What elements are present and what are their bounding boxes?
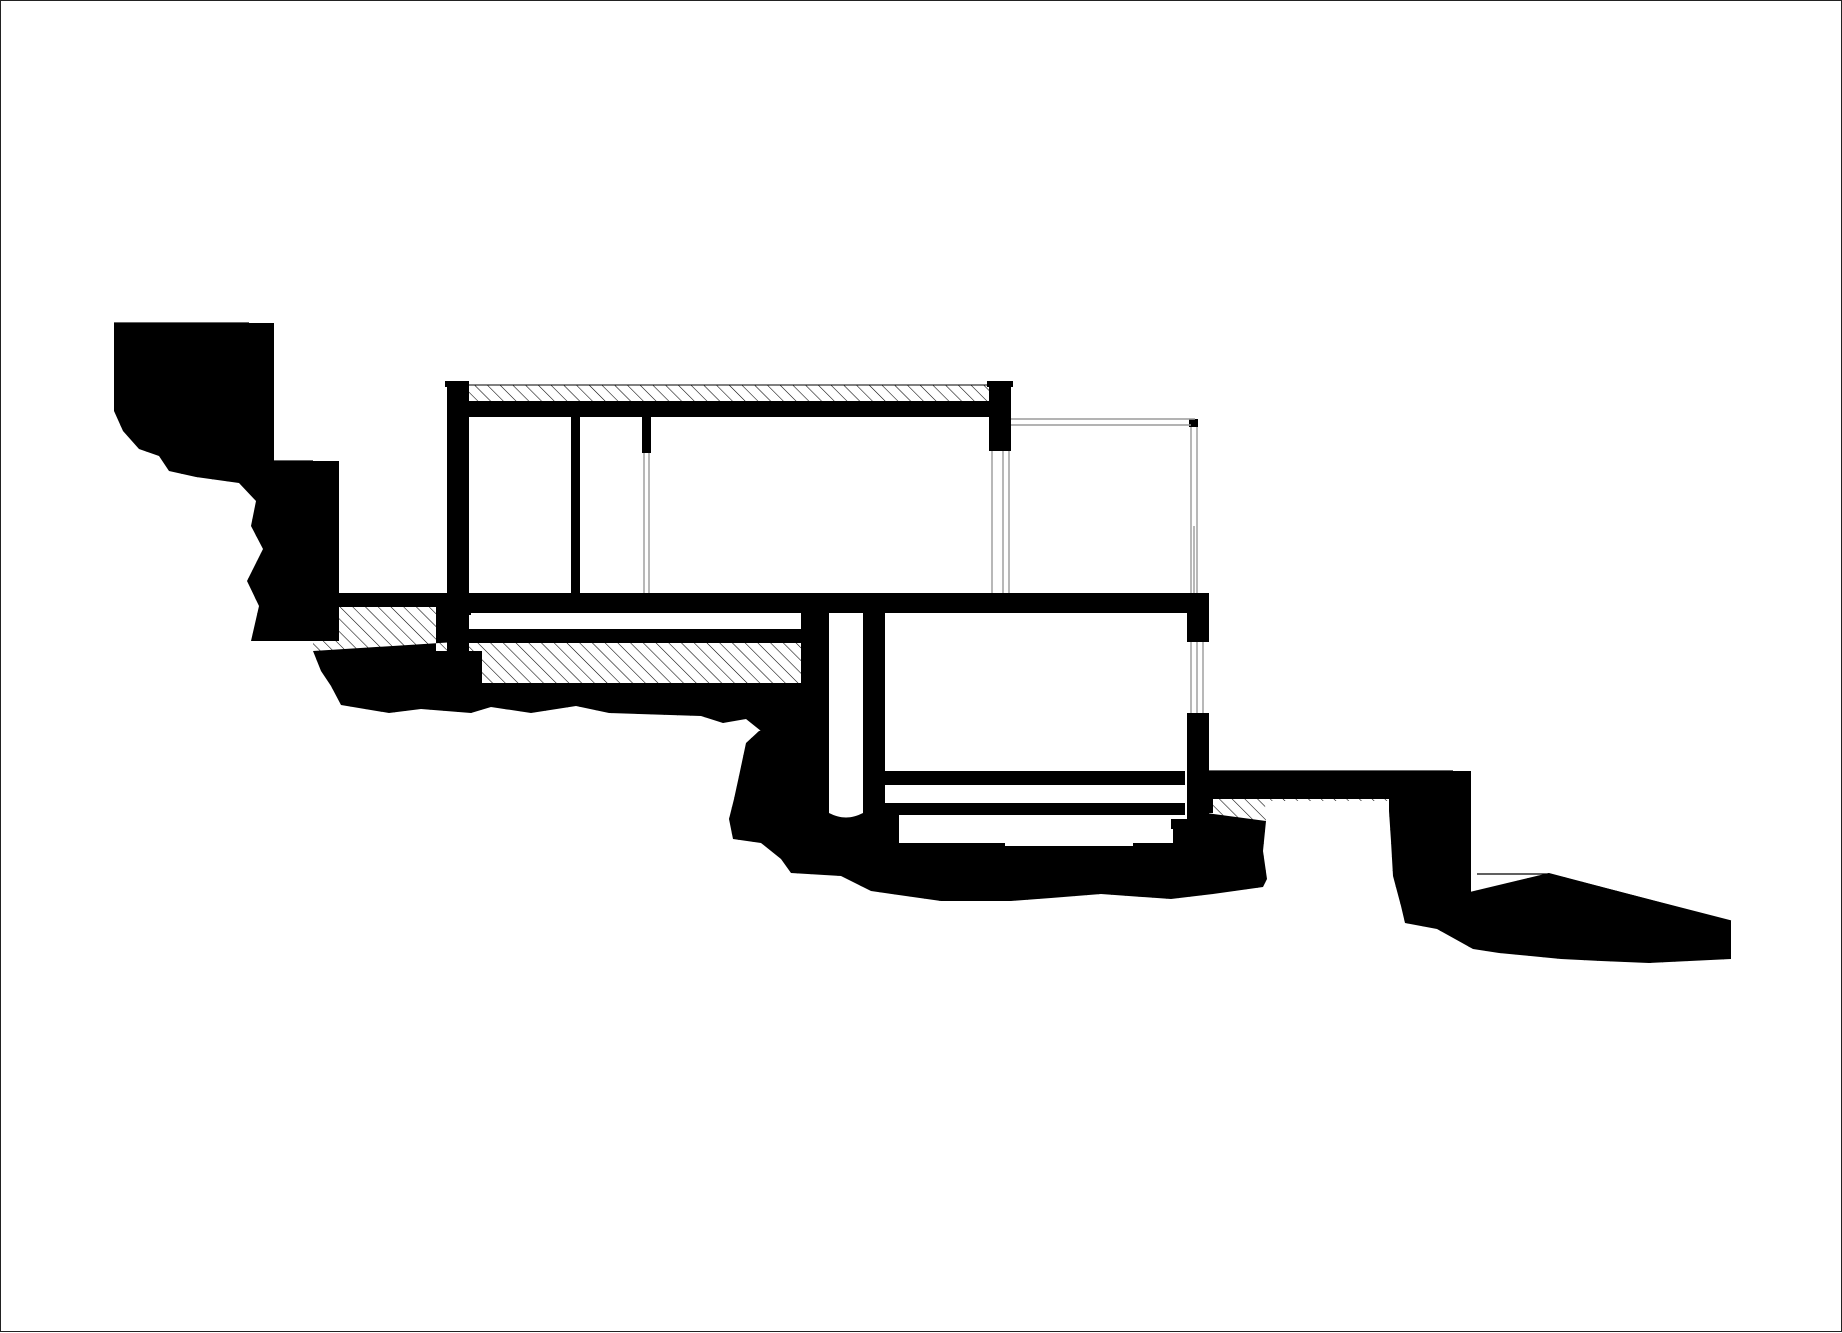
retaining-wall-upper (247, 323, 274, 483)
upper-roof-slab (447, 401, 989, 417)
main-floor-slab (447, 593, 1209, 613)
basement-shaft-floor (801, 813, 899, 843)
green-roof-layer (469, 385, 989, 401)
slab-edge-right (1187, 593, 1209, 638)
basement-shaft-left-wall (801, 607, 829, 843)
concrete-structure (247, 323, 1471, 898)
terrace-slab (339, 593, 447, 607)
lower-subfloor-slab (885, 803, 1185, 815)
retaining-wall-middle (312, 461, 339, 641)
basement-shaft-right-wall (863, 607, 885, 825)
lower-right-wall (1187, 717, 1209, 823)
foundation-pad-left (433, 651, 482, 684)
upper-right-column-cap (987, 381, 1013, 387)
upper-partition-wall (571, 417, 580, 593)
glazing-lines (643, 418, 1204, 717)
foundation-pad-right (1173, 823, 1221, 855)
upper-left-wall (447, 383, 469, 651)
retaining-wall-right (1451, 771, 1471, 898)
upper-left-wall-cap (445, 381, 469, 387)
upper-right-column (989, 383, 1011, 448)
upper-subfloor-slab (469, 629, 801, 643)
lower-floor-slab (885, 771, 1185, 785)
window-head-stub (642, 417, 651, 453)
ground-surface-lines (114, 322, 1732, 922)
balustrade-post-cap (1189, 419, 1198, 427)
